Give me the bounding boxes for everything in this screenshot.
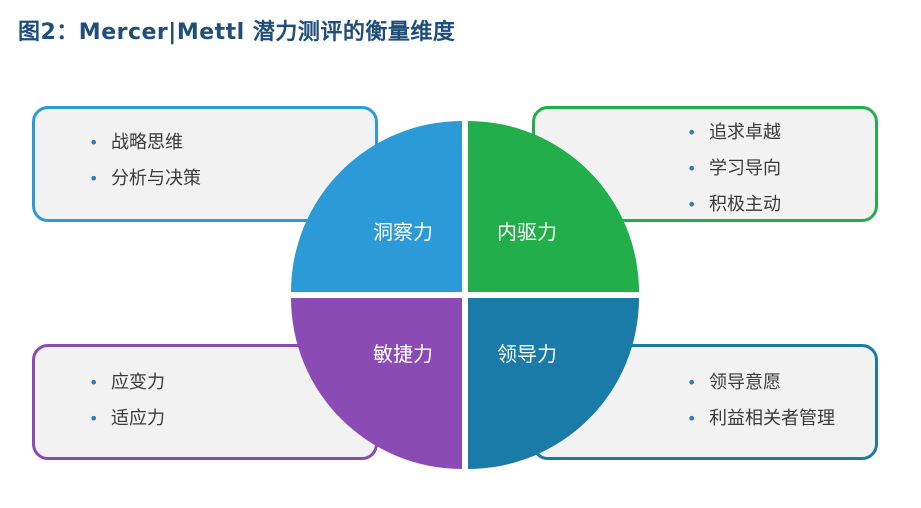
leadership-label: 领导力 bbox=[497, 342, 557, 366]
agility-list: •应变力 •适应力 bbox=[85, 365, 165, 437]
drive-label: 内驱力 bbox=[497, 220, 557, 244]
bullet-icon: • bbox=[89, 169, 99, 188]
insight-list: •战略思维 •分析与决策 bbox=[85, 125, 201, 197]
bullet-icon: • bbox=[89, 409, 99, 428]
list-item: •利益相关者管理 bbox=[683, 401, 835, 437]
agility-label: 敏捷力 bbox=[373, 342, 433, 366]
agility-quadrant bbox=[291, 298, 462, 469]
leadership-list: •领导意愿 •利益相关者管理 bbox=[683, 365, 835, 437]
drive-quadrant bbox=[468, 121, 639, 292]
list-item: •领导意愿 bbox=[683, 365, 835, 401]
list-item: •学习导向 bbox=[683, 151, 781, 187]
insight-label: 洞察力 bbox=[373, 220, 433, 244]
bullet-icon: • bbox=[89, 373, 99, 392]
list-item: •战略思维 bbox=[85, 125, 201, 161]
bullet-icon: • bbox=[687, 373, 697, 392]
bullet-icon: • bbox=[687, 159, 697, 178]
drive-list: •追求卓越 •学习导向 •积极主动 bbox=[683, 115, 781, 223]
figure-title: 图2：Mercer|Mettl 潜力测评的衡量维度 bbox=[18, 20, 456, 45]
bullet-icon: • bbox=[687, 409, 697, 428]
list-item: •应变力 bbox=[85, 365, 165, 401]
leadership-quadrant bbox=[468, 298, 639, 469]
insight-quadrant bbox=[291, 121, 462, 292]
list-item: •追求卓越 bbox=[683, 115, 781, 151]
bullet-icon: • bbox=[687, 123, 697, 142]
list-item: •适应力 bbox=[85, 401, 165, 437]
bullet-icon: • bbox=[89, 133, 99, 152]
list-item: •积极主动 bbox=[683, 187, 781, 223]
list-item: •分析与决策 bbox=[85, 161, 201, 197]
bullet-icon: • bbox=[687, 195, 697, 214]
